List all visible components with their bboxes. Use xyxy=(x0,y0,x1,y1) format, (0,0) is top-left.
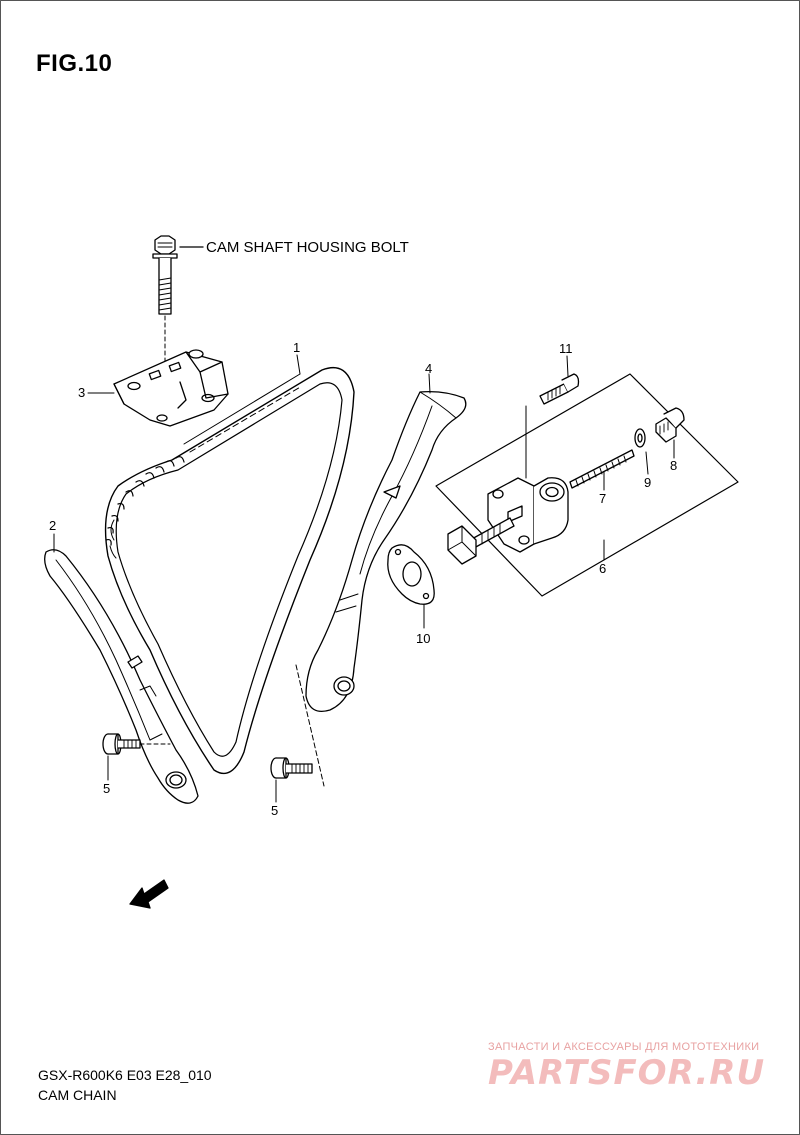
fwd-arrow-icon xyxy=(129,879,169,909)
part-5a-guide-bolt xyxy=(102,733,171,755)
model-code: GSX-R600K6 E03 E28_010 xyxy=(38,1067,212,1083)
watermark-logo: PARTSFOR.RU xyxy=(488,1053,766,1093)
part-number-4: 4 xyxy=(425,361,433,376)
section-title: CAM CHAIN xyxy=(38,1087,117,1103)
part-1-cam-chain xyxy=(104,366,355,775)
part-number-5a: 5 xyxy=(103,781,111,796)
part-number-10: 10 xyxy=(416,631,431,646)
part-8-plug-bolt xyxy=(655,407,685,443)
leader-4 xyxy=(428,373,431,394)
watermark-tagline: ЗАПЧАСТИ И АКСЕССУАРЫ ДЛЯ МОТОТЕХНИКИ xyxy=(488,1041,760,1053)
part-number-11: 11 xyxy=(559,341,573,356)
part-number-1: 1 xyxy=(293,340,301,355)
part-5b-guide-bolt xyxy=(270,664,325,787)
part-number-5b: 5 xyxy=(271,803,279,818)
part-number-6: 6 xyxy=(599,561,607,576)
part-2-chain-guide xyxy=(44,549,199,804)
figure-title: FIG.10 xyxy=(36,50,113,77)
part-6-tensioner-assembly-box xyxy=(435,373,739,597)
part-3-bracket xyxy=(113,349,229,427)
part-number-9: 9 xyxy=(644,475,652,490)
part-9-washer xyxy=(634,428,646,448)
cam-shaft-housing-bolt xyxy=(152,235,178,315)
leader-1 xyxy=(296,354,301,375)
part-7-spring xyxy=(569,449,635,489)
leader-11 xyxy=(566,355,569,377)
part-11-bolt xyxy=(539,373,580,405)
leader-9 xyxy=(645,451,649,475)
callout-cam-shaft-housing-bolt: CAM SHAFT HOUSING BOLT xyxy=(206,239,409,256)
part-number-7: 7 xyxy=(599,491,607,506)
part-10-gasket xyxy=(387,544,435,605)
part-number-3: 3 xyxy=(78,385,86,400)
part-4-tensioner-guide xyxy=(305,390,467,713)
part-number-8: 8 xyxy=(670,458,678,473)
part-number-2: 2 xyxy=(49,518,57,533)
tensioner-body xyxy=(447,477,569,565)
